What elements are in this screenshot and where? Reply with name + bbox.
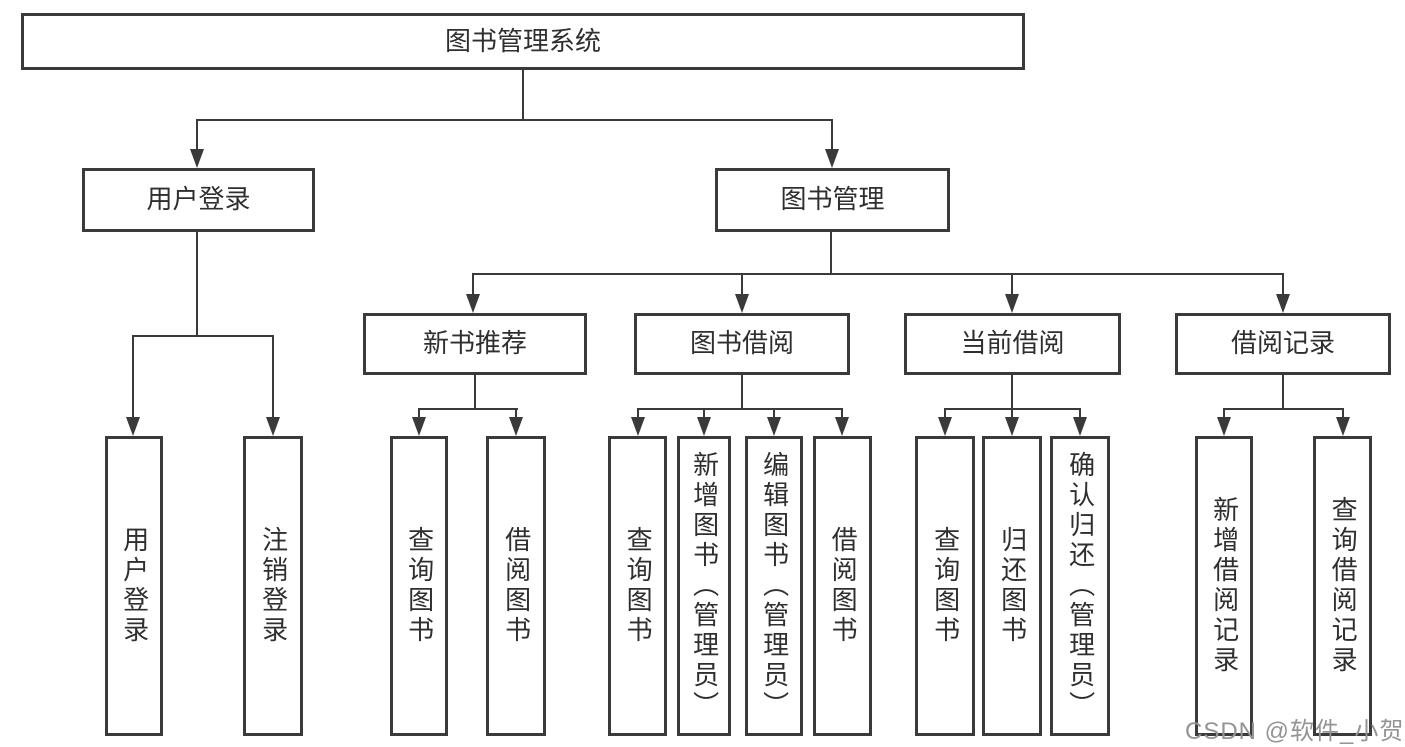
leaf-box-br-add-record: 新增借阅记录 xyxy=(1195,436,1253,736)
connector-book-mgmt-stem xyxy=(830,232,832,275)
leaf-box-br-query-record: 查询借阅记录 xyxy=(1313,436,1372,736)
connector-to-cb-confirm xyxy=(1079,408,1081,418)
arrowhead-leaf-user-login xyxy=(126,417,140,436)
level3-box-current-borrow: 当前借阅 xyxy=(904,313,1121,375)
connector-user-login-stem xyxy=(196,232,198,336)
connector-book-borrow-stem xyxy=(741,375,743,410)
arrowhead-cb-return xyxy=(1005,417,1019,436)
connector-to-br-add xyxy=(1223,408,1225,418)
arrowhead-current-borrow xyxy=(1005,294,1019,313)
level3-box-new-book-recommend: 新书推荐 xyxy=(363,313,587,375)
leaf-box-user-login: 用户登录 xyxy=(105,436,163,736)
connector-current-borrow-stem xyxy=(1011,375,1013,410)
connector-to-nb-query xyxy=(418,408,420,418)
connector-to-nb-borrow xyxy=(515,408,517,418)
level2-box-book-management: 图书管理 xyxy=(715,168,950,232)
connector-to-leaf-logout xyxy=(272,335,274,418)
arrowhead-br-query xyxy=(1336,417,1350,436)
connector-to-book-management xyxy=(831,119,833,150)
leaf-box-bb-add-book: 新增图书（管理员） xyxy=(677,436,731,736)
leaf-box-bb-borrow-book: 借阅图书 xyxy=(813,436,872,736)
connector-to-br-query xyxy=(1342,408,1344,418)
connector-borrow-record-crossbar xyxy=(1223,408,1343,410)
leaf-box-cb-confirm-return: 确认归还（管理员） xyxy=(1050,436,1110,736)
connector-to-book-borrow xyxy=(741,273,743,295)
arrowhead-bb-add xyxy=(697,417,711,436)
arrowhead-br-add xyxy=(1217,417,1231,436)
root-box-library-system: 图书管理系统 xyxy=(21,13,1025,70)
connector-to-cb-return xyxy=(1011,408,1013,418)
connector-to-user-login xyxy=(196,119,198,150)
connector-to-new-book xyxy=(472,273,474,295)
connector-root-crossbar xyxy=(197,119,833,121)
connector-user-login-crossbar xyxy=(133,335,274,337)
arrowhead-new-book xyxy=(466,294,480,313)
leaf-box-cb-return-book: 归还图书 xyxy=(982,436,1042,736)
arrowhead-book-borrow xyxy=(735,294,749,313)
arrowhead-leaf-logout xyxy=(266,417,280,436)
arrowhead-bb-borrow xyxy=(835,417,849,436)
arrowhead-nb-borrow xyxy=(509,417,523,436)
connector-root-stem xyxy=(522,70,524,120)
leaf-box-bb-query-book: 查询图书 xyxy=(608,436,667,736)
level3-box-book-borrow: 图书借阅 xyxy=(634,313,850,375)
arrowhead-bb-edit xyxy=(767,417,781,436)
leaf-box-cb-query-book: 查询图书 xyxy=(915,436,975,736)
arrowhead-user-login xyxy=(190,149,204,168)
arrowhead-cb-confirm xyxy=(1073,417,1087,436)
connector-book-mgmt-crossbar xyxy=(472,273,1284,275)
level2-box-user-login: 用户登录 xyxy=(82,168,315,232)
connector-to-current-borrow xyxy=(1011,273,1013,295)
leaf-box-nb-query-book: 查询图书 xyxy=(390,436,448,736)
connector-borrow-record-stem xyxy=(1282,375,1284,410)
connector-to-borrow-record xyxy=(1282,273,1284,295)
leaf-box-bb-edit-book: 编辑图书（管理员） xyxy=(745,436,803,736)
connector-to-bb-add xyxy=(703,408,705,418)
arrowhead-book-management xyxy=(825,149,839,168)
connector-book-borrow-crossbar xyxy=(637,408,843,410)
arrowhead-bb-query xyxy=(631,417,645,436)
connector-to-cb-query xyxy=(944,408,946,418)
csdn-watermark: CSDN @软件_小贺同学 xyxy=(1185,718,1405,745)
connector-to-leaf-user-login xyxy=(132,335,134,418)
leaf-box-nb-borrow-book: 借阅图书 xyxy=(486,436,546,736)
arrowhead-cb-query xyxy=(938,417,952,436)
connector-to-bb-edit xyxy=(773,408,775,418)
arrowhead-borrow-record xyxy=(1276,294,1290,313)
connector-to-bb-borrow xyxy=(841,408,843,418)
level3-box-borrow-record: 借阅记录 xyxy=(1175,313,1391,375)
connector-to-bb-query xyxy=(637,408,639,418)
connector-new-book-stem xyxy=(474,375,476,410)
arrowhead-nb-query xyxy=(412,417,426,436)
connector-new-book-crossbar xyxy=(418,408,518,410)
leaf-box-logout: 注销登录 xyxy=(243,436,303,736)
